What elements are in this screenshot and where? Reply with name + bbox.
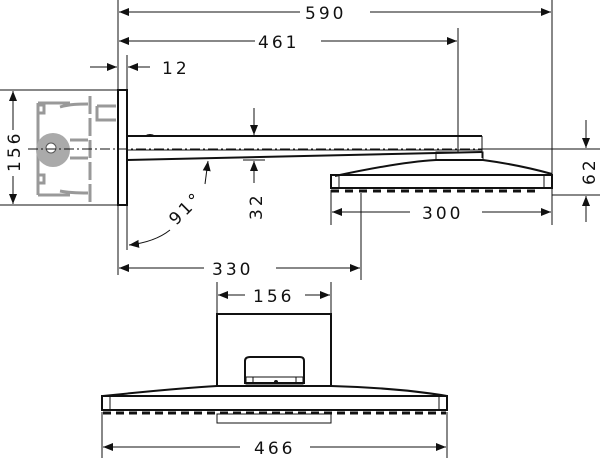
connector-block	[244, 356, 305, 385]
dimension-label-156-front: 156	[253, 287, 294, 307]
angle-arrow-top	[202, 160, 211, 185]
dimension-label-466: 466	[254, 439, 295, 459]
side-view: 590 461 12 156	[0, 0, 600, 280]
angle-arc	[128, 229, 171, 248]
dimension-label-300: 300	[422, 204, 463, 224]
dimension-label-590: 590	[305, 4, 346, 24]
dimension-label-461: 461	[258, 33, 299, 53]
dimension-label-angle: 91°	[165, 188, 207, 230]
dimension-label-32: 32	[247, 192, 267, 220]
wall-plate	[117, 89, 128, 206]
dimension-label-330: 330	[212, 260, 253, 280]
concealed-installation-body	[36, 96, 116, 205]
shower-arm	[126, 134, 483, 161]
dimension-label-12: 12	[162, 59, 190, 79]
dimension-label-62: 62	[580, 157, 600, 185]
wall-plate-front	[216, 313, 332, 387]
shower-head-side	[330, 151, 553, 193]
dimension-label-156-vertical: 156	[5, 131, 25, 172]
front-view: 156 466	[101, 282, 448, 459]
shower-head-front	[101, 385, 448, 424]
